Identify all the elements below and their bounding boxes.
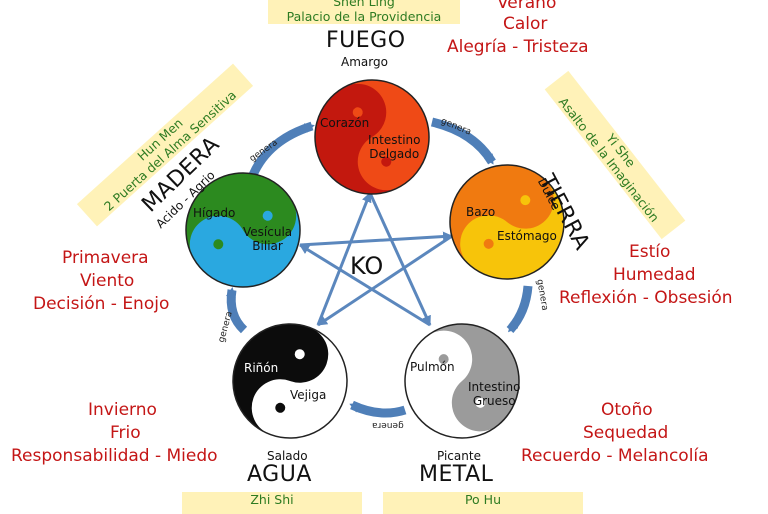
tierra-climate: Humedad	[613, 265, 696, 285]
tierra-emotions: Reflexión - Obsesión	[559, 288, 733, 308]
fuego-yang-dot	[352, 107, 363, 118]
fuego-emotions: Alegría - Tristeza	[447, 37, 589, 57]
ko-label: KO	[350, 252, 384, 280]
metal-organ-yang: Intestino Grueso	[468, 380, 521, 408]
agua-yang-half	[251, 327, 347, 438]
agua-yin-dot	[275, 402, 286, 413]
tierra-yang-dot	[520, 195, 531, 206]
agua-ring	[232, 323, 348, 439]
metal-taste: Picante	[437, 449, 481, 463]
metal-climate: Sequedad	[583, 423, 669, 443]
tierra-yin-yang	[449, 164, 565, 280]
metal-yang-half	[425, 324, 519, 432]
tierra-yin-dot	[483, 238, 494, 249]
metal-yang-dot	[438, 354, 449, 365]
fuego-name: FUEGO	[326, 28, 406, 53]
metal-spirit-top: Po Hu	[464, 492, 502, 507]
madera-yin-dot	[213, 239, 224, 250]
arrow-fuego-to-tierra	[430, 117, 496, 165]
fuego-yin-yang	[314, 79, 430, 195]
tierra-organ-yang: Estómago	[497, 229, 557, 243]
arrow-metal-to-agua	[349, 400, 407, 418]
ko-star	[299, 192, 453, 327]
fuego-yin-dot	[381, 156, 392, 167]
fuego-spirit-banner: Shen Ling Palacio de la Providencia	[268, 0, 460, 24]
fuego-spirit-top: Shen Ling	[333, 0, 395, 9]
generating-cycle	[225, 117, 533, 418]
fuego-spirit-bottom: Palacio de la Providencia	[286, 9, 442, 24]
agua-emotions: Responsabilidad - Miedo	[11, 446, 218, 466]
agua-yang-dot	[294, 349, 305, 360]
arrow-agua-to-madera	[225, 287, 248, 334]
star-line	[299, 231, 453, 247]
madera-climate: Viento	[80, 271, 135, 291]
star-line	[368, 192, 432, 326]
agua-yin-yang	[232, 323, 348, 439]
agua-organ-yin: Riñón	[244, 361, 279, 375]
agua-spirit-top: Zhi Shi	[250, 492, 294, 507]
agua-spirit-banner: Zhi Shi	[182, 492, 362, 514]
madera-yang-dot	[262, 210, 273, 221]
tierra-ring	[449, 164, 565, 280]
metal-spirit-banner: Po Hu	[383, 492, 583, 514]
madera-season: Primavera	[62, 248, 149, 268]
metal-name: METAL	[419, 462, 494, 487]
tierra-organ-yin: Bazo	[466, 205, 496, 219]
star-line	[316, 192, 372, 326]
fuego-organ-yang: Intestino Delgado	[368, 133, 421, 161]
agua-taste: Salado	[267, 449, 308, 463]
metal-yin-yang	[404, 323, 520, 439]
madera-emotions: Decisión - Enojo	[33, 294, 170, 314]
arrow-tierra-to-metal	[506, 285, 533, 333]
metal-ring	[404, 323, 520, 439]
fuego-ring	[314, 79, 430, 195]
madera-organ-yin: Hígado	[193, 206, 236, 220]
star-line	[299, 243, 431, 327]
fuego-yang-half	[343, 80, 429, 191]
metal-season: Otoño	[601, 400, 653, 420]
metal-emotions: Recuerdo - Melancolía	[521, 446, 709, 466]
star-line	[317, 234, 453, 327]
fuego-organ-yin: Corazón	[320, 116, 370, 130]
genera-label-metal-agua: genera	[372, 420, 404, 430]
madera-ring	[185, 172, 301, 288]
tierra-yang-half	[460, 178, 564, 279]
fuego-climate: Calor	[503, 14, 548, 34]
madera-organ-yang: Vesícula Biliar	[243, 225, 293, 253]
agua-season: Invierno	[88, 400, 157, 420]
tierra-season: Estío	[629, 242, 671, 262]
agua-organ-yang: Vejiga	[290, 388, 327, 402]
agua-climate: Frio	[110, 423, 141, 443]
madera-yang-half	[189, 201, 300, 287]
metal-organ-yin: Pulmón	[410, 360, 455, 374]
arrow-madera-to-fuego	[248, 121, 315, 177]
fuego-taste: Amargo	[341, 55, 388, 69]
agua-name: AGUA	[247, 462, 312, 487]
fuego-season: Verano	[497, 0, 557, 13]
metal-yin-dot	[475, 397, 486, 408]
madera-yin-yang	[185, 172, 301, 288]
